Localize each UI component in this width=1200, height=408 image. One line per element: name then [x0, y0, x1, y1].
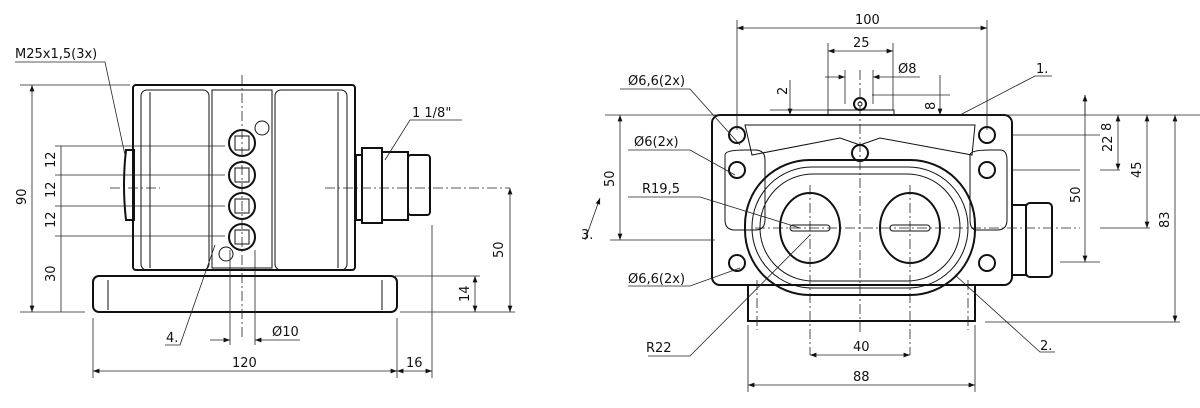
hole-label-bottom: Ø6,6(2x): [628, 272, 685, 287]
dim-100: 100: [855, 13, 880, 28]
side-connectors: [218, 120, 270, 262]
item-2-label: 2.: [1040, 339, 1052, 354]
item-1-label: 1.: [1036, 62, 1048, 77]
hole-label-top: Ø6,6(2x): [628, 74, 685, 89]
dim-90: 90: [15, 188, 30, 205]
front-mounting-holes: [728, 126, 996, 272]
dim-40: 40: [853, 340, 870, 355]
radius-19-5-label: R19,5: [642, 182, 680, 197]
dim-50-right: 50: [1069, 186, 1084, 203]
front-body-outline: [711, 97, 1013, 322]
side-view: M25x1,5(3x) 1 1/8" 4. 90 12 12 12 30 50 …: [15, 47, 515, 378]
dim-22: 22: [1101, 135, 1116, 152]
connector-size-label: 1 1/8": [412, 106, 451, 121]
front-side-connector: [1011, 202, 1053, 278]
dim-8-right: 8: [1100, 123, 1115, 131]
dim-50: 50: [492, 241, 507, 258]
dim-2: 2: [776, 87, 791, 95]
side-left-gland: [123, 149, 135, 221]
thread-label: M25x1,5(3x): [15, 47, 97, 62]
dim-45: 45: [1130, 161, 1145, 178]
radius-22-label: R22: [646, 341, 672, 356]
dim-16: 16: [406, 356, 423, 371]
front-centerlines: [755, 70, 1080, 355]
dim-120: 120: [232, 356, 257, 371]
side-centerlines: [20, 75, 515, 340]
side-dimensions: [15, 61, 513, 378]
dim-88: 88: [853, 370, 870, 385]
dim-8-top: 8: [924, 102, 939, 110]
item-3-label: 3.: [581, 228, 593, 243]
dim-12-c: 12: [44, 211, 59, 228]
hole-label-mid: Ø6(2x): [634, 135, 679, 150]
dim-30: 30: [44, 265, 59, 282]
dim-14: 14: [458, 285, 473, 302]
item-4-label: 4.: [166, 331, 178, 346]
dim-12-b: 12: [44, 181, 59, 198]
dim-25: 25: [853, 36, 870, 51]
dim-83: 83: [1158, 211, 1173, 228]
front-view: 100 25 Ø8 2 8 Ø6,6(2x) Ø6(2x) R19,5 3. Ø…: [581, 13, 1200, 392]
side-right-connector: [355, 147, 431, 224]
dim-50-left: 50: [603, 170, 618, 187]
dim-diameter-10: Ø10: [272, 325, 299, 340]
dim-diameter-8: Ø8: [898, 62, 917, 77]
dim-12-a: 12: [44, 151, 59, 168]
front-dimensions: [584, 20, 1200, 392]
